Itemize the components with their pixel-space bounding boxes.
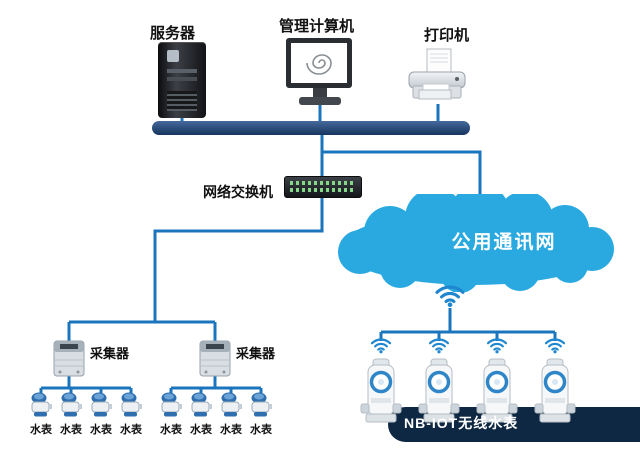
meter-label: 水表 bbox=[220, 424, 242, 436]
water-meter-icon bbox=[31, 392, 52, 417]
meter-label: 水表 bbox=[30, 424, 52, 436]
water-meter-icon bbox=[251, 392, 272, 417]
wifi-icon bbox=[435, 285, 465, 308]
server-vent-grill bbox=[167, 91, 197, 111]
computer-monitor-icon bbox=[286, 38, 352, 88]
nbiot-water-meter-icon bbox=[418, 358, 460, 423]
meter-group-left: 水表 水表 水表 bbox=[26, 392, 146, 437]
water-meter-icon bbox=[61, 392, 82, 417]
backbone-bus-bar bbox=[152, 121, 470, 135]
server-drive-slot bbox=[167, 77, 197, 81]
collector-left-label: 采集器 bbox=[90, 346, 130, 361]
cloud-label: 公用通讯网 bbox=[451, 232, 557, 253]
nb-meter-row bbox=[352, 336, 584, 426]
water-meter-item: 水表 bbox=[86, 392, 116, 437]
server-label: 服务器 bbox=[150, 25, 196, 42]
spiral-screensaver-icon bbox=[306, 54, 332, 75]
meter-label: 水表 bbox=[60, 424, 82, 436]
server-icon bbox=[158, 42, 206, 118]
meter-label: 水表 bbox=[190, 424, 212, 436]
switch-ports bbox=[290, 181, 356, 185]
cloud-shape bbox=[338, 194, 614, 292]
nb-meter-item bbox=[468, 336, 526, 426]
water-meter-icon bbox=[221, 392, 242, 417]
wifi-icon bbox=[544, 338, 566, 354]
printer-label: 打印机 bbox=[424, 27, 470, 44]
collector-icon bbox=[53, 340, 85, 377]
wifi-icon bbox=[370, 338, 392, 354]
water-meter-icon bbox=[161, 392, 182, 417]
nbiot-banner-label: NB-IOT无线水表 bbox=[404, 415, 519, 431]
printer-icon bbox=[408, 48, 466, 100]
water-meter-icon bbox=[121, 392, 142, 417]
water-meter-item: 水表 bbox=[116, 392, 146, 437]
meter-group-right: 水表 水表 水表 bbox=[156, 392, 276, 437]
water-meter-item: 水表 bbox=[26, 392, 56, 437]
meter-label: 水表 bbox=[250, 424, 272, 436]
nb-meter-item bbox=[526, 336, 584, 426]
water-meter-icon bbox=[91, 392, 112, 417]
nbiot-water-meter-icon bbox=[476, 358, 518, 423]
server-drive-slot bbox=[167, 69, 197, 73]
wifi-icon bbox=[428, 338, 450, 354]
meter-label: 水表 bbox=[160, 424, 182, 436]
nbiot-water-meter-icon bbox=[360, 358, 402, 423]
collector-icon bbox=[199, 340, 231, 377]
water-meter-item: 水表 bbox=[186, 392, 216, 437]
water-meter-item: 水表 bbox=[56, 392, 86, 437]
wifi-icon bbox=[486, 338, 508, 354]
switch-ports bbox=[290, 188, 356, 192]
switch-label: 网络交换机 bbox=[203, 184, 273, 200]
computer-label: 管理计算机 bbox=[279, 18, 355, 35]
water-meter-item: 水表 bbox=[216, 392, 246, 437]
water-meter-item: 水表 bbox=[246, 392, 276, 437]
nb-meter-item bbox=[352, 336, 410, 426]
meter-label: 水表 bbox=[120, 424, 142, 436]
nbiot-water-meter-icon bbox=[534, 358, 576, 423]
water-meter-item: 水表 bbox=[156, 392, 186, 437]
network-switch-icon bbox=[284, 176, 362, 198]
collector-right-label: 采集器 bbox=[236, 346, 276, 361]
nb-meter-item bbox=[410, 336, 468, 426]
meter-label: 水表 bbox=[90, 424, 112, 436]
server-logo bbox=[167, 50, 179, 62]
water-meter-icon bbox=[191, 392, 212, 417]
monitor-base bbox=[299, 97, 341, 105]
monitor-stand bbox=[313, 88, 327, 97]
